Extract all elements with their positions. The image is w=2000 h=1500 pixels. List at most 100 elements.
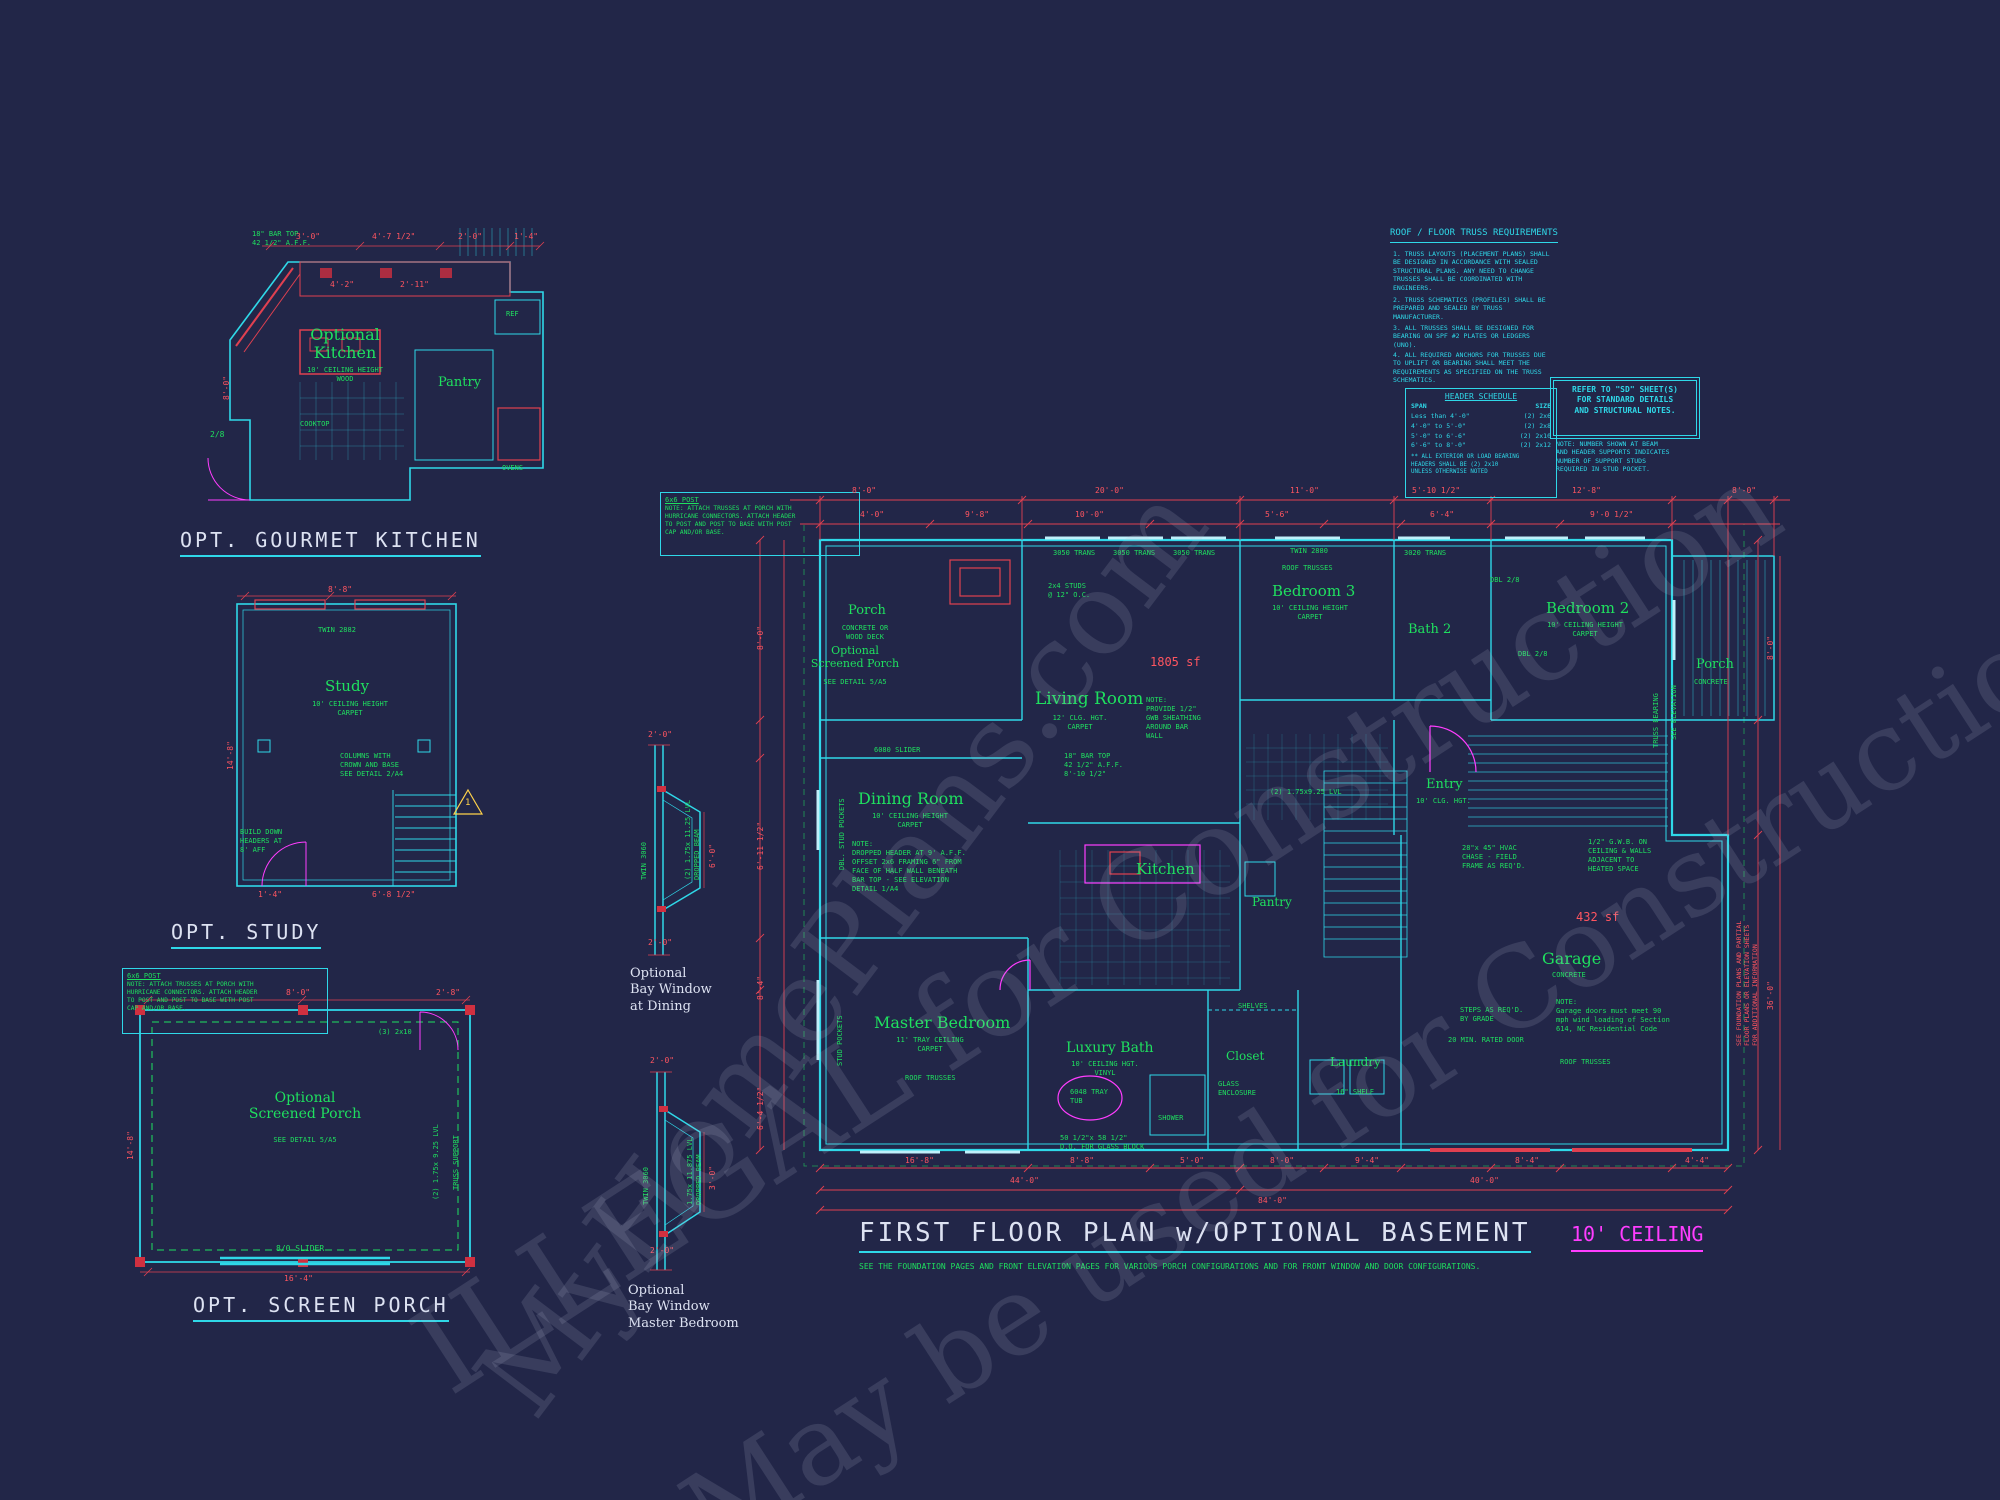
dim-bottom-6: 4'-4" — [1685, 1156, 1710, 1165]
ovens-label: OVENS — [502, 464, 524, 472]
header-schedule-col-size: SIZE — [1535, 402, 1551, 411]
truss-item-1: 1. TRUSS LAYOUTS (PLACEMENT PLANS) SHALL… — [1393, 250, 1550, 292]
stairs-treads — [1323, 770, 1408, 958]
stud-pockets2-label: STUD POCKETS — [836, 1015, 844, 1066]
main-post-note-title: 6x6 POST — [665, 496, 699, 504]
study-dim-2: 6'-8 1/2" — [372, 890, 416, 899]
truss-requirements-title: ROOF / FLOOR TRUSS REQUIREMENTS — [1390, 228, 1558, 243]
hs-size-0: (2) 2x6 — [1523, 412, 1551, 421]
sd-note-box: REFER TO "SD" SHEET(S) FOR STANDARD DETA… — [1550, 377, 1700, 439]
study-detail-title: OPT. STUDY — [171, 920, 322, 949]
shower-label: SHOWER — [1158, 1114, 1184, 1122]
fixtures-cyan — [1149, 861, 1385, 1136]
study-headers-note: BUILD DOWN HEADERS AT 8' AFF — [240, 828, 283, 855]
cooktop-label: COOKTOP — [300, 420, 330, 428]
fixtures-magenta — [999, 725, 1477, 1121]
header-schedule-cols: SPAN SIZE — [1411, 402, 1551, 412]
room-label-living: Living Room — [1035, 689, 1144, 709]
kitchen-detail-linework — [207, 228, 545, 501]
dim-top-4: 12'-8" — [1572, 486, 1601, 495]
dim-top2-2: 10'-0" — [1075, 510, 1104, 519]
room-label-bed2: Bedroom 2 — [1546, 599, 1630, 617]
study-dim-0: 8'-8" — [328, 585, 353, 594]
roof-trusses-a: ROOF TRUSSES — [1282, 564, 1333, 572]
table-row: 6'-6" to 8'-0" (2) 2x12 — [1411, 441, 1551, 451]
hs-span-0: Less than 4'-0" — [1411, 412, 1470, 421]
kitchen-door-label: 2/8 — [210, 430, 225, 439]
room-label-bath2: Bath 2 — [1408, 622, 1452, 637]
bay-master-caption: Optional Bay Window Master Bedroom — [628, 1283, 739, 1331]
gwb-bar-note: NOTE: PROVIDE 1/2" GWB SHEATHING AROUND … — [1146, 696, 1201, 741]
kitchen-dim-1: 4'-7 1/2" — [372, 232, 416, 241]
kitchen-detail-title: OPT. GOURMET KITCHEN — [180, 528, 481, 557]
hs-size-2: (2) 2x10 — [1519, 431, 1551, 440]
header-schedule-table: HEADER SCHEDULE SPAN SIZE Less than 4'-0… — [1405, 388, 1557, 498]
dim-top-2: 11'-0" — [1290, 486, 1319, 495]
window-label-3050-c: 3050 TRANS — [1173, 549, 1216, 557]
truss-item-3: 3. ALL TRUSSES SHALL BE DESIGNED FOR BEA… — [1393, 324, 1534, 349]
room-label-kitchen: Kitchen — [1136, 860, 1195, 878]
porch-post-note-box: 6x6 POST NOTE: ATTACH TRUSSES AT PORCH W… — [122, 968, 328, 1034]
study-dim-3: 1'-4" — [258, 890, 283, 899]
table-row: 4'-0" to 5'-0" (2) 2x8 — [1411, 422, 1551, 432]
right-porch-hatch — [1683, 560, 1766, 716]
dim-left-1: 6'-11 1/2" — [756, 821, 765, 870]
room-sub-garage: CONCRETE — [1552, 971, 1586, 979]
slider-6080-label: 6080 SLIDER — [874, 746, 921, 754]
garage-door-note: NOTE: Garage doors must meet 90 mph wind… — [1556, 998, 1670, 1034]
dim-left-0: 8'-0" — [756, 625, 765, 650]
room-label-screened-porch: Optional Screened Porch — [810, 644, 900, 670]
dim-total: 84'-0" — [1258, 1196, 1287, 1205]
room-sub-porch-front: CONCRETE OR WOOD DECK — [841, 624, 889, 642]
window-label-3050-b: 3050 TRANS — [1113, 549, 1156, 557]
table-row: Less than 4'-0" (2) 2x6 — [1411, 412, 1551, 422]
room-sub-luxury-bath: 10' CEILING HGT. VINYL — [1071, 1060, 1139, 1078]
kitchen-room-sub: 10' CEILING HEIGHT WOOD — [307, 366, 383, 384]
bay-dining-caption: Optional Bay Window at Dining — [630, 966, 712, 1014]
truss-item-2: 2. TRUSS SCHEMATICS (PROFILES) SHALL BE … — [1393, 296, 1546, 321]
header-schedule-title: HEADER SCHEDULE — [1444, 392, 1518, 401]
glass-block-note: 50 1/2"x 58 1/2" D.O. FOR GLASS BLOCK — [1060, 1134, 1145, 1152]
kitchen-dim-5: 2'-11" — [400, 280, 429, 289]
kitchen-dim-0: 3'-0" — [296, 232, 321, 241]
tub-label: 6048 TRAY TUB — [1070, 1088, 1108, 1106]
study-flag: 1 — [465, 798, 471, 808]
room-label-garage: Garage — [1542, 949, 1602, 968]
room-label-porch-front: Porch — [848, 603, 886, 618]
room-label-entry: Entry — [1426, 777, 1463, 792]
main-post-note-box: 6x6 POST NOTE: ATTACH TRUSSES AT PORCH W… — [660, 492, 860, 556]
porch-truss-support-label: TRUSS SUPPORT — [452, 1135, 460, 1190]
header-schedule-col-span: SPAN — [1411, 402, 1427, 411]
bay-master-beam-label: 1.75x 11.875 LVL DROPPED BEAM — [686, 1137, 704, 1205]
hs-size-1: (2) 2x8 — [1523, 421, 1551, 430]
gwb-garage-note: 1/2" G.W.B. ON CEILING & WALLS ADJACENT … — [1588, 838, 1652, 874]
dbl-2-8-b: DBL 2/8 — [1518, 650, 1548, 658]
bay-dining-dim-1: 6'-0" — [708, 843, 717, 868]
dim-bottom-3: 8'-0" — [1270, 1156, 1295, 1165]
rated-door-note: 20 MIN. RATED DOOR — [1448, 1036, 1524, 1044]
roof-trusses-c: ROOF TRUSSES — [1560, 1058, 1611, 1066]
foundation-note: SEE FOUNDATION PLANS AND PARTIAL FLOOR P… — [1735, 920, 1759, 1046]
study-columns-note: COLUMNS WITH CROWN AND BASE SEE DETAIL 2… — [340, 752, 404, 779]
room-sub-bed3: 10' CEILING HEIGHT CARPET — [1272, 604, 1348, 622]
dropped-header-note: NOTE: DROPPED HEADER AT 9' A.F.F. OFFSET… — [852, 840, 966, 894]
porch-dim-1: 2'-8" — [436, 988, 461, 997]
room-sub-dining: 10' CEILING HEIGHT CARPET — [872, 812, 948, 830]
kitchen-dim-3: 1'-4" — [514, 232, 539, 241]
room-label-closet: Closet — [1226, 1049, 1265, 1063]
main-post-note-body: NOTE: ATTACH TRUSSES AT PORCH WITH HURRI… — [665, 505, 796, 537]
shelves-label: SHELVES — [1238, 1002, 1268, 1010]
bay-master-dim-1: 3'-0" — [708, 1165, 717, 1190]
dim-top-0: 8'-0" — [852, 486, 877, 495]
porch-dim-3: 16'-4" — [284, 1274, 313, 1283]
study-window-label: TWIN 2882 — [318, 626, 356, 634]
dim-top2-1: 9'-8" — [965, 510, 990, 519]
dbl-2-8-a: DBL 2/8 — [1490, 576, 1520, 584]
area-main-label: 1805 sf — [1150, 655, 1201, 669]
lvl-beam-label: (2) 1.75x9.25 LVL — [1270, 788, 1342, 796]
shelf-label: 16" SHELF — [1336, 1088, 1374, 1096]
roof-trusses-b: ROOF TRUSSES — [905, 1074, 956, 1082]
kitchen-bar-note: 18" BAR TOP 42 1/2" A.F.F. — [252, 230, 312, 248]
